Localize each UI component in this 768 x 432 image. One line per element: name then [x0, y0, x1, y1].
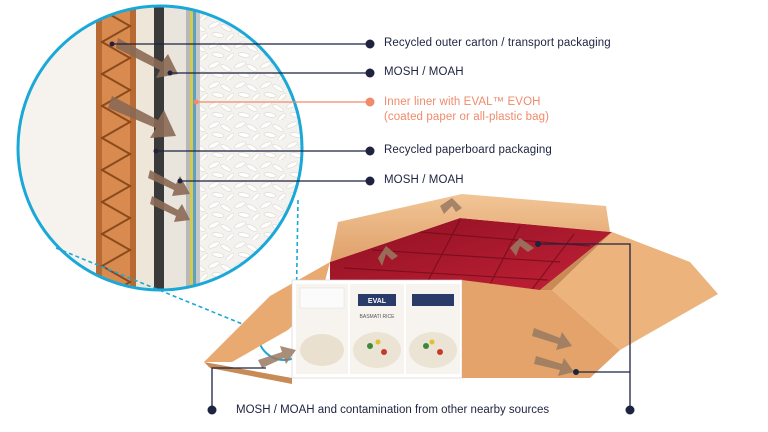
pack-text: BASMATI RICE	[360, 314, 396, 320]
callout-lines	[112, 43, 631, 410]
callout-paperboard: Recycled paperboard packaging	[384, 144, 552, 156]
callout-mosh-moah-1: MOSH / MOAH	[384, 66, 464, 78]
callout-inner-liner: Inner liner with EVAL™ EVOH (coated pape…	[384, 95, 549, 125]
inner-liner-layer	[186, 6, 190, 290]
callout-inner-liner-line1: Inner liner with EVAL™ EVOH	[384, 96, 541, 108]
paperboard-layer	[154, 6, 164, 290]
callout-contamination: MOSH / MOAH and contamination from other…	[236, 404, 550, 416]
callout-inner-liner-line2: (coated paper or all-plastic bag)	[384, 111, 550, 123]
callout-outer-carton: Recycled outer carton / transport packag…	[384, 37, 611, 49]
corrugated-flute	[99, 9, 133, 290]
pack-brand: EVAL	[368, 298, 387, 305]
zoom-cross-section	[18, 6, 302, 290]
callout-mosh-moah-2: MOSH / MOAH	[384, 174, 464, 186]
callout-dots	[109, 39, 635, 415]
migration-arrow-icon	[108, 38, 190, 222]
